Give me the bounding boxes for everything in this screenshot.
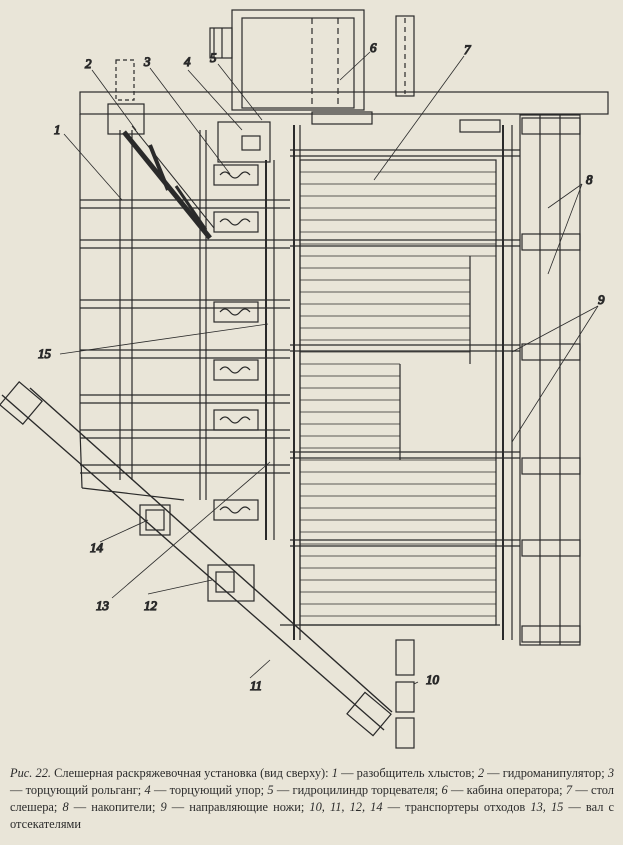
legend-11-text: вал с отсекателями — [10, 800, 614, 831]
legend-4-text: торцующий упор; — [169, 783, 265, 797]
waste-conveyor-12 — [207, 564, 255, 602]
legend-11-num: 13, 15 — [530, 800, 564, 814]
legend-3-num: 3 — [607, 766, 615, 780]
legend-4-num: 4 — [144, 783, 151, 797]
manipulator-base — [107, 103, 145, 135]
end-stop — [217, 121, 271, 163]
legend-7-num: 7 — [565, 783, 573, 797]
legend-9-num: 9 — [160, 800, 167, 814]
callout-6: 6 — [370, 40, 377, 55]
callout-2: 2 — [85, 56, 92, 71]
main-beam — [79, 91, 609, 115]
figure-caption: Рис. 22. Слешерная раскряжевочная устано… — [10, 766, 615, 831]
legend-7-text: стол слешера; — [10, 783, 614, 814]
left-cross-beams — [80, 130, 290, 500]
legend-8-num: 8 — [62, 800, 69, 814]
waste-conveyor-14 — [139, 504, 171, 536]
figure-number: Рис. 22. — [10, 766, 51, 780]
legend-2-text: гидроманипулятор; — [502, 766, 605, 780]
callout-13: 13 — [96, 598, 110, 613]
callout-14: 14 — [90, 540, 104, 555]
callout-8: 8 — [586, 172, 593, 187]
legend-8-text: накопители; — [91, 800, 156, 814]
saw-cross-bars — [290, 149, 520, 547]
accumulators — [519, 114, 581, 646]
callout-15: 15 — [38, 346, 52, 361]
slasher-plan-drawing: 1 2 3 4 5 6 7 8 9 10 11 12 13 14 15 — [0, 9, 609, 749]
legend-1-num: 1 — [331, 766, 338, 780]
callout-3: 3 — [143, 54, 151, 69]
figure-title: Слешерная раскряжевочная установка (вид … — [54, 766, 329, 780]
waste-conveyor-11 — [0, 381, 393, 737]
slasher-table — [299, 159, 497, 626]
callout-7: 7 — [464, 42, 471, 57]
legend-5-num: 5 — [267, 783, 274, 797]
legend-9-text: направляющие ножи; — [189, 800, 305, 814]
callout-1: 1 — [54, 122, 61, 137]
legend-6-text: кабина оператора; — [466, 783, 563, 797]
legend-10-num: 10, 11, 12, 14 — [309, 800, 383, 814]
operator-cabin — [231, 9, 365, 111]
chute-top — [395, 15, 415, 97]
callout-9: 9 — [598, 292, 605, 307]
legend-10-text: транспортеры отходов — [405, 800, 526, 814]
callout-leaders — [59, 51, 599, 685]
trimming-rollgang — [213, 164, 259, 521]
callout-10: 10 — [426, 672, 440, 687]
callout-5: 5 — [210, 50, 217, 65]
legend-3-text: торцующий рольганг; — [25, 783, 142, 797]
callout-4: 4 — [184, 54, 191, 69]
legend-1-text: разобщитель хлыстов; — [356, 766, 475, 780]
cabin-step — [209, 27, 233, 59]
callout-11: 11 — [250, 678, 262, 693]
legend-5-text: гидроцилиндр торцевателя; — [292, 783, 439, 797]
legend-2-num: 2 — [477, 766, 485, 780]
waste-conveyor-10 — [395, 639, 415, 676]
legend-6-num: 6 — [441, 783, 448, 797]
cabin-inner — [241, 17, 355, 109]
callout-12: 12 — [144, 598, 158, 613]
